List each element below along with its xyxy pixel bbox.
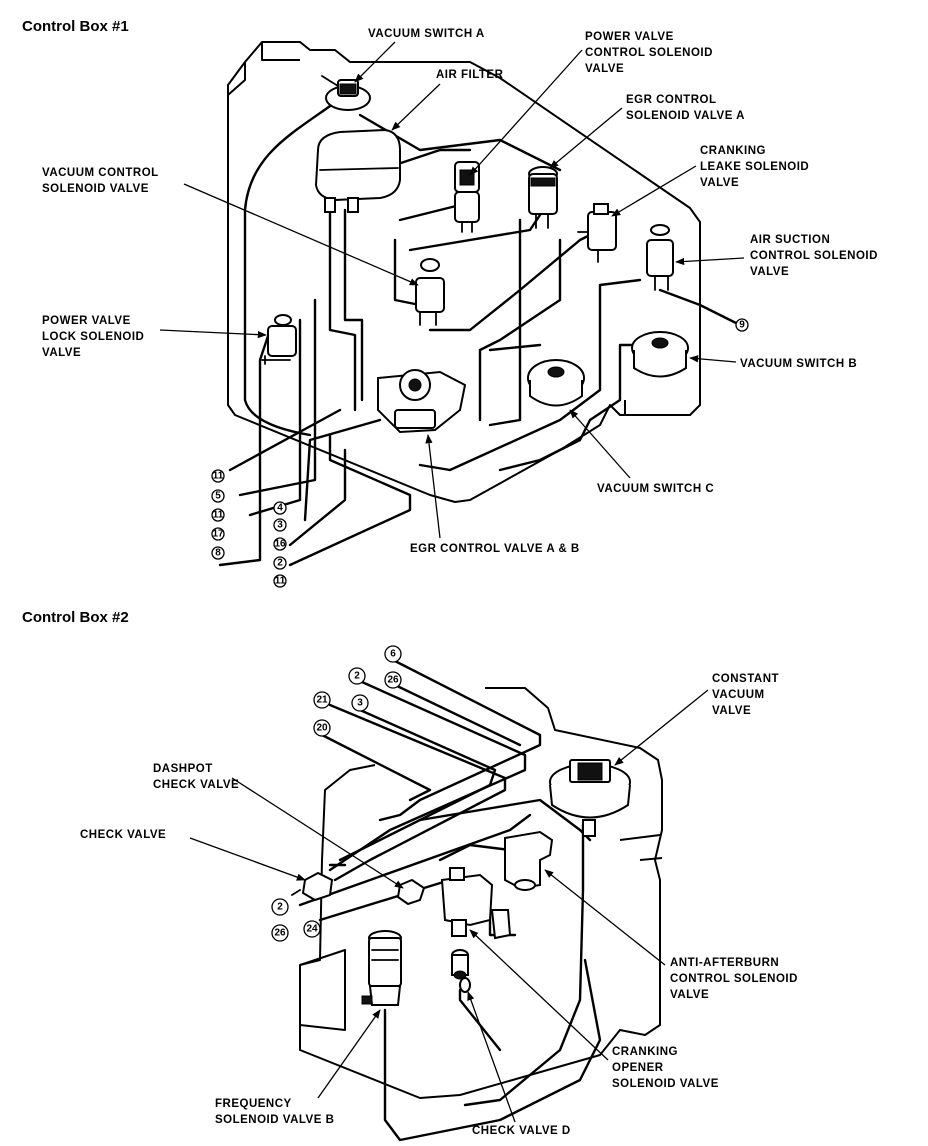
egr-control-valve-a-b — [377, 369, 467, 434]
vacuum-switch-b — [631, 331, 689, 378]
hose-number: 17 — [211, 527, 225, 541]
vacuum-control-solenoid-valve — [415, 258, 445, 326]
label-cranking-leak-solenoid-valve: CRANKING LEAKE SOLENOID VALVE — [700, 145, 813, 189]
label-egr-control-solenoid-valve-a: EGR CONTROL SOLENOID VALVE A — [626, 94, 745, 122]
hose-number: 26 — [384, 671, 402, 689]
hose-number: 20 — [313, 719, 331, 737]
frequency-solenoid-valve-b — [361, 930, 402, 1006]
label-anti-afterburn-control-solenoid-valve: ANTI-AFTERBURN CONTROL SOLENOID VALVE — [670, 957, 802, 1001]
svg-text:11: 11 — [213, 471, 224, 482]
svg-text:2: 2 — [277, 558, 283, 569]
label-vacuum-switch-a: VACUUM SWITCH A — [368, 28, 485, 40]
hose-number: 3 — [273, 518, 287, 532]
hose-number: 11 — [273, 574, 287, 588]
power-valve-lock-solenoid-valve — [261, 314, 297, 365]
cranking-opener-solenoid-valve — [440, 867, 512, 940]
label-air-suction-control-solenoid-valve: AIR SUCTION CONTROL SOLENOID VALVE — [750, 234, 882, 278]
vacuum-switch-c — [527, 359, 585, 407]
svg-text:9: 9 — [739, 320, 745, 331]
svg-text:6: 6 — [390, 649, 396, 660]
label-check-valve: CHECK VALVE — [80, 829, 166, 841]
svg-text:26: 26 — [274, 928, 286, 939]
hose-number: 21 — [313, 691, 331, 709]
svg-text:2: 2 — [277, 902, 283, 913]
svg-text:26: 26 — [387, 675, 399, 686]
anti-afterburn-control-solenoid-valve — [504, 830, 554, 891]
hose-number: 11 — [211, 508, 225, 522]
svg-text:20: 20 — [316, 723, 328, 734]
power-valve-control-solenoid-valve — [454, 161, 480, 233]
svg-text:21: 21 — [316, 695, 328, 706]
label-air-filter: AIR FILTER — [436, 69, 504, 81]
label-dashpot-check-valve: DASHPOT CHECK VALVE — [153, 763, 239, 791]
control-box-2: DASHPOT CHECK VALVE CHECK VALVE CONSTANT… — [80, 645, 802, 1142]
egr-control-solenoid-valve-a — [528, 166, 558, 229]
control-box-1-title: Control Box #1 — [22, 18, 129, 35]
svg-text:16: 16 — [274, 539, 286, 550]
svg-text:24: 24 — [306, 924, 318, 935]
check-valve — [291, 871, 334, 902]
hose-number: 11 — [211, 469, 225, 483]
control-box-2-title: Control Box #2 — [22, 609, 129, 626]
label-constant-vacuum-valve: CONSTANT VACUUM VALVE — [712, 673, 783, 717]
hose-number: 2 — [271, 898, 289, 916]
hose-number: 8 — [211, 546, 225, 560]
constant-vacuum-valve — [549, 759, 631, 837]
svg-text:11: 11 — [213, 510, 224, 521]
label-frequency-solenoid-valve-b: FREQUENCY SOLENOID VALVE B — [215, 1098, 334, 1126]
hose-number: 4 — [273, 501, 287, 515]
air-suction-control-solenoid-valve — [646, 224, 674, 291]
hose-number: 2 — [273, 556, 287, 570]
svg-text:2: 2 — [354, 671, 360, 682]
box2-hose-numbers: 6 2 26 21 3 20 2 26 24 — [271, 645, 402, 942]
label-power-valve-control-solenoid-valve: POWER VALVE CONTROL SOLENOID VALVE — [585, 31, 717, 75]
label-vacuum-switch-b: VACUUM SWITCH B — [740, 358, 857, 370]
control-box-1: VACUUM SWITCH A AIR FILTER POWER VALVE C… — [42, 28, 882, 588]
label-egr-control-valve-a-b: EGR CONTROL VALVE A & B — [410, 543, 580, 555]
control-box-1-housing — [227, 41, 701, 503]
svg-text:17: 17 — [212, 529, 224, 540]
cranking-leak-solenoid-valve — [577, 203, 617, 263]
hose-number: 26 — [271, 924, 289, 942]
hose-number: 2 — [348, 667, 366, 685]
control-box-2-housing — [299, 687, 663, 1099]
label-check-valve-d: CHECK VALVE D — [472, 1125, 571, 1137]
hose-number: 6 — [384, 645, 402, 663]
box1-hoses — [218, 93, 742, 567]
box1-hose-numbers: 11 5 11 17 8 4 3 16 2 11 9 — [211, 318, 749, 588]
dashpot-check-valve — [396, 878, 426, 906]
air-filter — [314, 128, 401, 213]
vacuum-switch-a — [321, 75, 371, 111]
label-cranking-opener-solenoid-valve: CRANKING OPENER SOLENOID VALVE — [612, 1046, 719, 1090]
hose-number: 5 — [211, 489, 225, 503]
svg-text:5: 5 — [215, 491, 221, 502]
hose-number: 3 — [351, 694, 369, 712]
svg-text:3: 3 — [277, 520, 283, 531]
svg-text:3: 3 — [357, 698, 363, 709]
hose-number: 24 — [303, 920, 321, 938]
label-vacuum-control-solenoid-valve: VACUUM CONTROL SOLENOID VALVE — [42, 167, 162, 195]
label-power-valve-lock-solenoid-valve: POWER VALVE LOCK SOLENOID VALVE — [42, 315, 148, 359]
label-vacuum-switch-c: VACUUM SWITCH C — [597, 483, 714, 495]
svg-text:8: 8 — [215, 548, 221, 559]
check-valve-d — [451, 949, 471, 993]
svg-text:4: 4 — [277, 503, 283, 514]
hose-number: 16 — [273, 537, 287, 551]
hose-number: 9 — [735, 318, 749, 332]
svg-text:11: 11 — [275, 576, 286, 587]
